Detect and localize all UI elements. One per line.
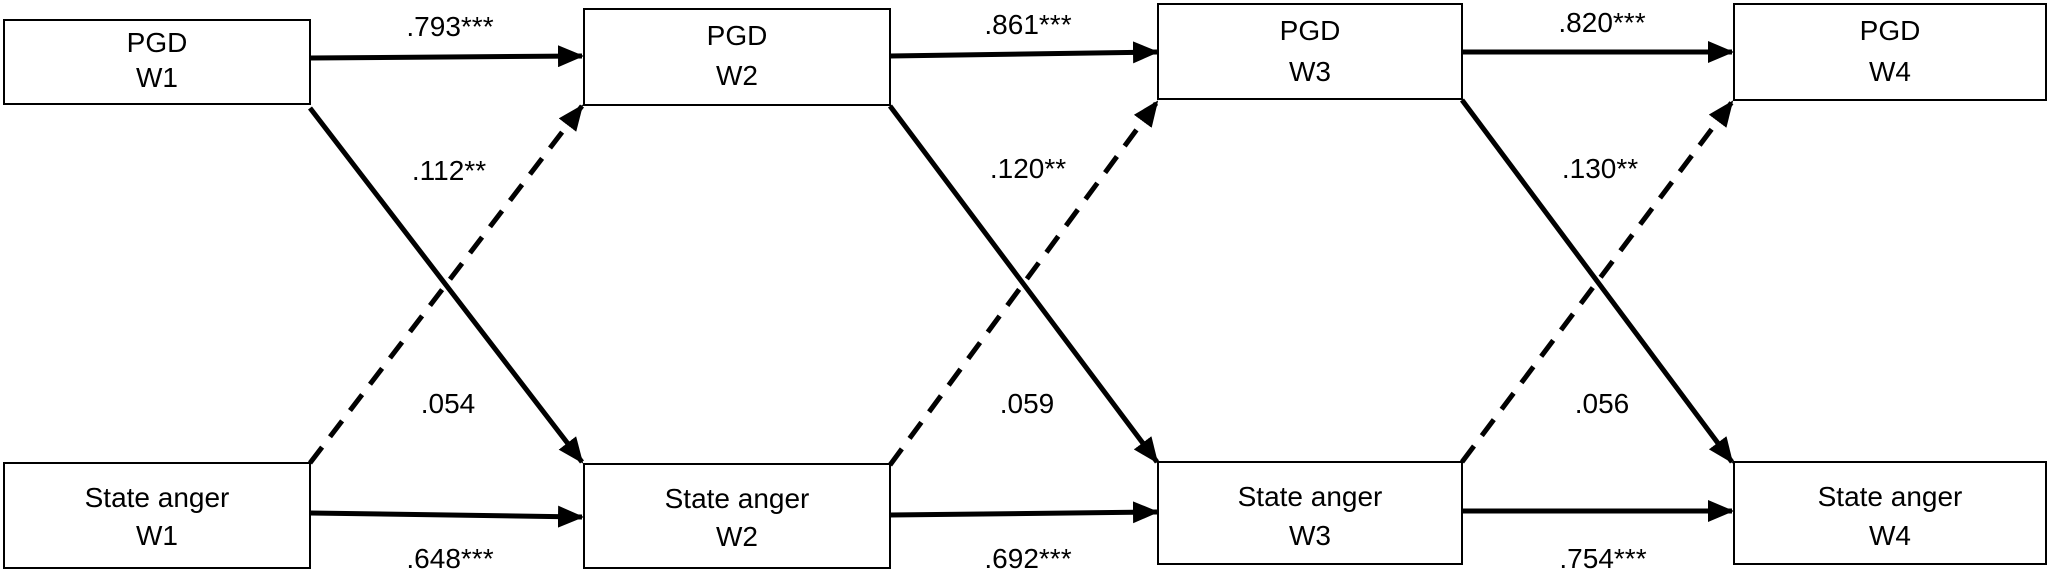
path-anger-w1-to-anger-w2 — [309, 505, 584, 528]
node-label: State anger — [1818, 481, 1963, 512]
path-anger-w2-to-pgd-w3 — [887, 100, 1160, 467]
coef-anger-w2-to-pgd-w3: .059 — [1000, 388, 1055, 419]
coef-anger-w2-to-anger-w3: .692*** — [984, 543, 1071, 574]
coef-pgd-w2-to-anger-w3: .120** — [990, 153, 1066, 184]
node-label: State anger — [665, 483, 810, 514]
node-anger-w3: State anger W3 — [1157, 461, 1463, 565]
node-wave: W1 — [136, 520, 178, 551]
node-label: PGD — [707, 20, 768, 51]
node-label: State anger — [1238, 481, 1383, 512]
node-label: PGD — [1280, 15, 1341, 46]
node-anger-w1: State anger W1 — [3, 462, 311, 569]
node-pgd-w2: PGD W2 — [583, 8, 891, 106]
node-label: PGD — [127, 27, 188, 58]
node-wave: W4 — [1869, 520, 1911, 551]
node-wave: W4 — [1869, 56, 1911, 87]
node-anger-w2: State anger W2 — [583, 463, 891, 569]
node-wave: W1 — [136, 62, 178, 93]
coef-pgd-w2-to-pgd-w3: .861*** — [984, 9, 1071, 40]
node-label: State anger — [85, 482, 230, 513]
coef-pgd-w1-to-pgd-w2: .793*** — [406, 11, 493, 42]
node-pgd-w3: PGD W3 — [1157, 3, 1463, 100]
path-pgd-w1-to-anger-w2 — [308, 106, 584, 464]
coef-anger-w3-to-anger-w4: .754*** — [1559, 543, 1646, 574]
path-pgd-w2-to-anger-w3 — [888, 104, 1159, 464]
node-pgd-w1: PGD W1 — [3, 19, 311, 105]
path-anger-w2-to-anger-w3 — [889, 501, 1159, 524]
node-anger-w4: State anger W4 — [1733, 461, 2047, 565]
node-pgd-w4: PGD W4 — [1733, 3, 2047, 101]
path-anger-w3-to-pgd-w4 — [1460, 100, 1734, 464]
path-pgd-w3-to-anger-w4 — [1459, 98, 1735, 464]
path-pgd-w1-to-pgd-w2 — [309, 45, 584, 68]
coef-pgd-w1-to-anger-w2: .112** — [412, 155, 486, 186]
path-anger-w1-to-pgd-w2 — [308, 104, 584, 465]
coef-pgd-w3-to-anger-w4: .130** — [1562, 153, 1638, 184]
path-pgd-w2-to-pgd-w3 — [889, 41, 1159, 64]
node-wave: W2 — [716, 521, 758, 552]
coef-anger-w1-to-anger-w2: .648*** — [406, 543, 493, 574]
node-wave: W2 — [716, 60, 758, 91]
node-wave: W3 — [1289, 56, 1331, 87]
coef-anger-w1-to-pgd-w2: .054 — [421, 388, 476, 419]
coef-anger-w3-to-pgd-w4: .056 — [1575, 388, 1630, 419]
coef-pgd-w3-to-pgd-w4: .820*** — [1558, 7, 1645, 38]
node-label: PGD — [1860, 15, 1921, 46]
node-wave: W3 — [1289, 520, 1331, 551]
